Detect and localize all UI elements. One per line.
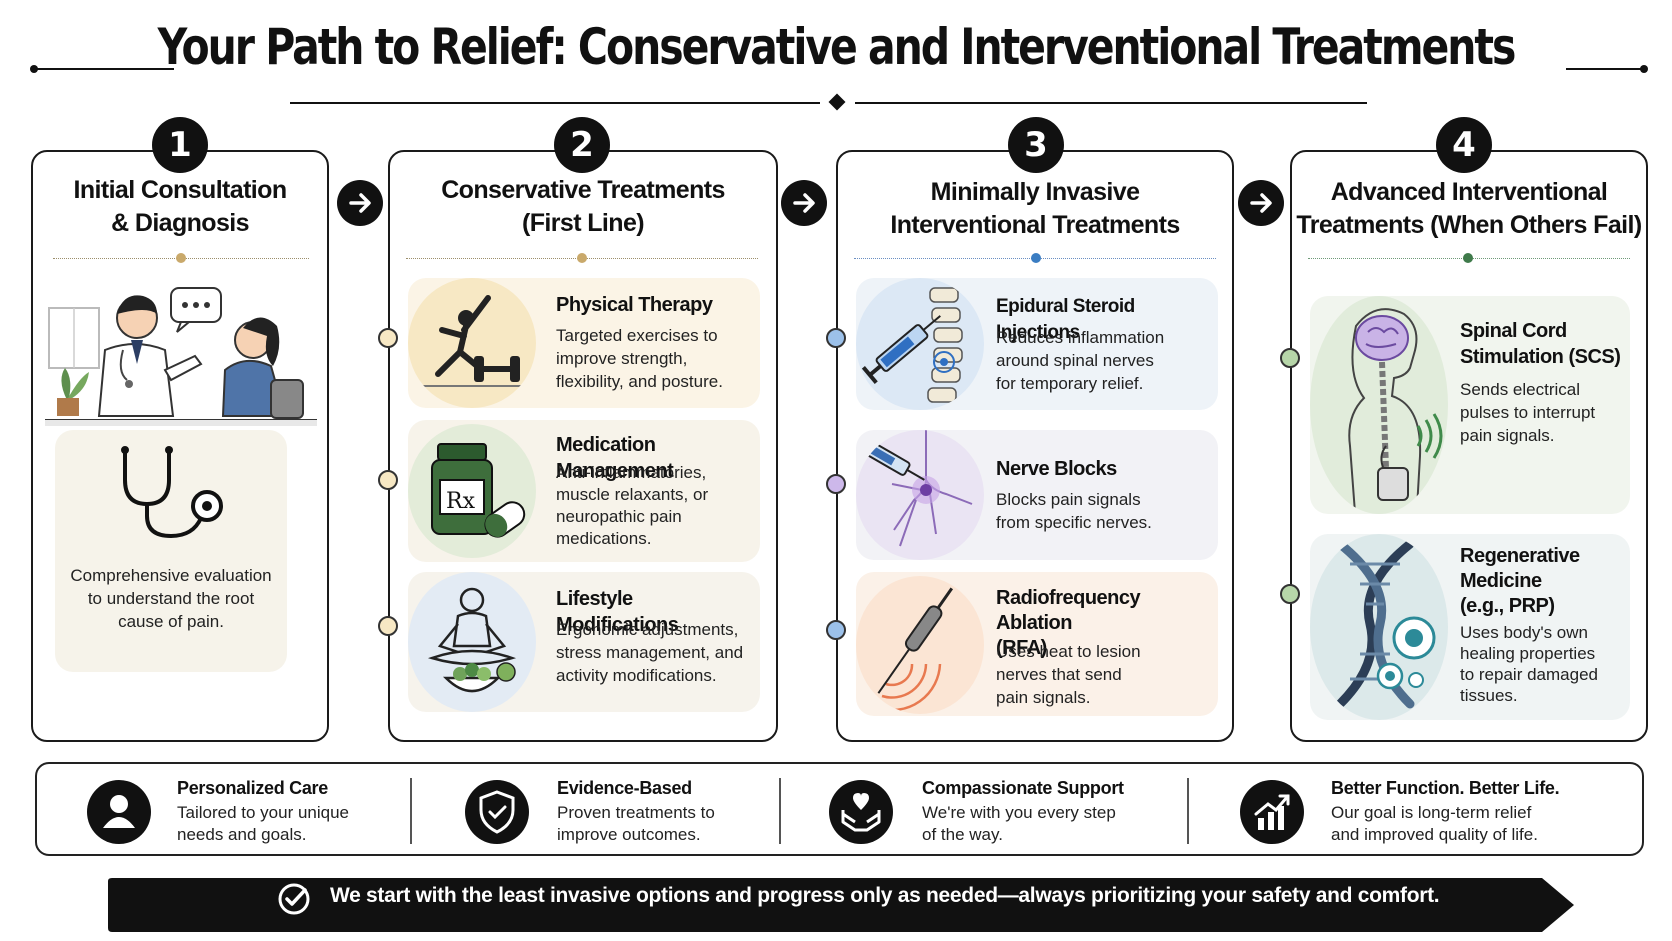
step-4-title-line1: Advanced Interventional [1330,178,1608,206]
step-1-description: Comprehensive evaluation to understand t… [70,566,272,631]
rfa-card: Radiofrequency Ablation (RFA) Uses heat … [856,572,1218,716]
benefit-1-title: Personalized Care [177,778,328,798]
title-underline-left [290,102,820,104]
spinal-stimulator-icon [1310,296,1448,514]
step-2-bullet-1 [378,328,398,348]
benefit-4-title: Better Function. Better Life. [1331,778,1560,798]
step-1-title-line2: & Diagnosis [111,209,249,237]
step-3-bullet-3 [826,620,846,640]
benefits-bar: Personalized Care Tailored to your uniqu… [35,762,1644,856]
benefit-2-desc: Proven treatments to improve outcomes. [557,803,715,844]
step-2-separator-dot [577,253,587,263]
shield-check-icon [465,780,529,844]
step-1-separator-dot [176,253,186,263]
benefit-1-desc: Tailored to your unique needs and goals. [177,803,350,844]
regenerative-medicine-desc: Uses body's own healing properties to re… [1460,623,1598,705]
step-2-number-badge: 2 [554,117,610,173]
benefit-3-title: Compassionate Support [922,778,1124,798]
dna-icon [1310,534,1448,720]
step-3-bullet-2 [826,474,846,494]
arrow-right-icon [337,180,383,226]
medication-bottle-icon: Rx [408,424,536,558]
nerve-blocks-title: Nerve Blocks [996,458,1117,480]
benefit-4-desc: Our goal is long-term relief and improve… [1331,803,1538,844]
benefit-3-desc: We're with you every step of the way. [922,803,1116,844]
growth-chart-icon [1240,780,1304,844]
step-3-panel: Minimally Invasive Interventional Treatm… [826,150,1234,742]
title-left-line [34,68,174,70]
physical-therapy-desc: Targeted exercises to improve strength, … [556,326,723,391]
heart-hands-icon [829,780,893,844]
benefit-divider [779,778,781,844]
step-2-bullet-2 [378,470,398,490]
spinal-cord-stimulation-title: Spinal Cord Stimulation (SCS) [1460,320,1621,368]
epidural-steroid-title: Epidural Steroid Injections [996,296,1135,343]
banner-arrow [108,878,1574,932]
check-circle-icon [278,883,310,915]
page-title: Your Path to Relief: Conservative and In… [157,18,1517,76]
step-1-title-line1: Initial Consultation [73,176,288,204]
physical-therapy-title: Physical Therapy [556,294,713,316]
step-1-description-card: Comprehensive evaluation to understand t… [55,430,287,672]
step-3-bullet-1 [826,328,846,348]
person-icon [87,780,151,844]
step-4-bullet-2 [1280,584,1300,604]
step-4-bullet-1 [1280,348,1300,368]
nerve-blocks-card: Nerve Blocks Blocks pain signals from sp… [856,430,1218,560]
title-right-line [1566,68,1644,70]
medication-management-card: Rx Medication Management Anti-inflammato… [408,420,760,562]
meditation-icon [408,572,536,712]
benefit-divider [1187,778,1189,844]
exercise-icon [408,278,536,408]
spinal-cord-stimulation-card: Spinal Cord Stimulation (SCS) Sends elec… [1310,296,1630,514]
spinal-cord-stimulation-desc: Sends electrical pulses to interrupt pai… [1460,380,1596,445]
medication-management-title: Medication Management [556,434,674,482]
step-2-title-line2: (First Line) [522,209,645,237]
lifestyle-modifications-card: Lifestyle Modifications Ergonomic adjust… [408,572,760,712]
step-2-title-line1: Conservative Treatments [441,176,725,204]
step-2-panel: Conservative Treatments (First Line) Phy… [378,150,778,742]
physical-therapy-card: Physical Therapy Targeted exercises to i… [408,278,760,408]
nerve-blocks-desc: Blocks pain signals from specific nerves… [996,490,1152,532]
benefit-2-title: Evidence-Based [557,778,692,798]
step-3-number-badge: 3 [1008,117,1064,173]
syringe-spine-icon [856,278,984,410]
epidural-steroid-card: Epidural Steroid Injections Reduces infl… [856,278,1218,410]
title-diamond [828,93,846,111]
step-3-separator-dot [1031,253,1041,263]
banner-text: We start with the least invasive options… [330,884,1440,907]
rfa-desc: Uses heat to lesion nerves that send pai… [996,642,1141,707]
regenerative-medicine-card: Regenerative Medicine (e.g., PRP) Uses b… [1310,534,1630,720]
step-4-panel: Advanced Interventional Treatments (When… [1280,150,1648,742]
step-3-title-line2: Interventional Treatments [890,211,1180,239]
rfa-title: Radiofrequency Ablation (RFA) [996,587,1141,659]
rf-probe-icon [856,576,984,714]
step-4-separator-dot [1463,253,1473,263]
epidural-steroid-desc: Reduces inflammation around spinal nerve… [996,328,1165,393]
svg-text:Rx: Rx [446,489,476,514]
arrow-right-icon [781,180,827,226]
benefit-divider [410,778,412,844]
step-1-number-badge: 1 [152,117,208,173]
step-1-panel: Initial Consultation & Diagnosis [31,150,329,742]
step-3-title-line1: Minimally Invasive [930,178,1140,206]
title-right-dot [1640,65,1648,73]
stethoscope-icon [121,446,223,539]
lifestyle-modifications-desc: Ergonomic adjustments, stress management… [556,620,744,685]
step-2-bullet-3 [378,616,398,636]
step-4-title-line2: Treatments (When Others Fail) [1296,211,1642,239]
syringe-nerve-icon [856,430,984,560]
title-underline-right [855,102,1367,104]
lifestyle-modifications-title: Lifestyle Modifications [556,588,679,636]
medication-management-desc: Anti-inflammatories, muscle relaxants, o… [556,463,709,548]
consultation-illustration [45,287,317,426]
regenerative-medicine-title: Regenerative Medicine (e.g., PRP) [1460,545,1580,617]
step-4-number-badge: 4 [1436,117,1492,173]
arrow-right-icon [1238,180,1284,226]
